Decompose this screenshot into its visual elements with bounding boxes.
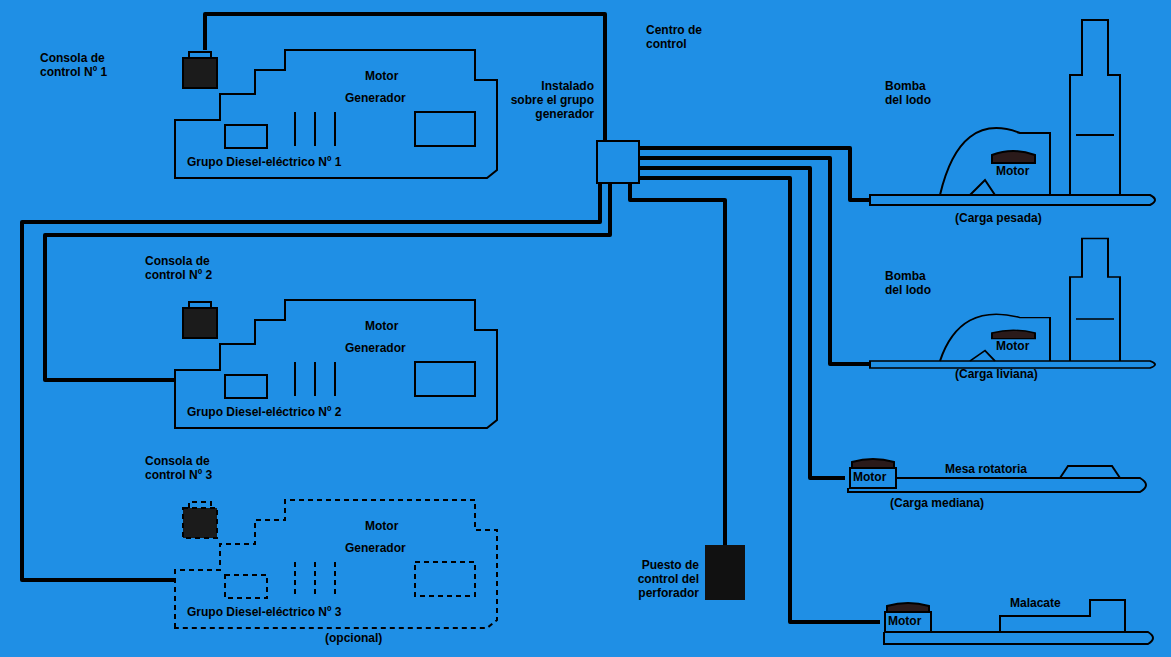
optional-diesel-electric-set (175, 500, 497, 628)
power-cable (640, 158, 870, 364)
mud-pump-drawing (870, 239, 1155, 369)
generator-label: Generador (345, 342, 406, 356)
group-label: Grupo Diesel-eléctrico Nº 2 (187, 406, 341, 420)
power-cable (640, 168, 845, 478)
motor-label: Motor (853, 471, 886, 485)
motor-label: Motor (996, 165, 1029, 179)
diesel-electric-group: Consola de control Nº 1MotorGeneradorGru… (175, 50, 505, 180)
motor-cap (887, 603, 929, 612)
diesel-electric-set (175, 50, 497, 178)
console-label: Consola de control Nº 3 (145, 455, 245, 483)
driller-console-label: Puesto de control del perforador (613, 559, 699, 600)
load-label: (Carga mediana) (890, 497, 984, 511)
power-cable (45, 184, 610, 380)
drawworks: Motor Malacate (880, 585, 1155, 650)
console-label: Consola de control Nº 1 (40, 52, 130, 80)
motor-symbol (850, 468, 896, 488)
power-cable (22, 184, 600, 580)
motor-label: Motor (365, 320, 398, 334)
control-center: Centro de controlInstalado sobre el grup… (596, 140, 640, 184)
diesel-electric-set (175, 300, 497, 428)
optional-note: (opcional) (325, 632, 382, 646)
drawworks-base (884, 632, 1153, 644)
load-label: (Carga pesada) (955, 212, 1042, 226)
rotary-table: Motor Mesa rotatoria (Carga mediana) (845, 455, 1155, 525)
pump-label: Bomba del lodo (885, 270, 940, 298)
drawworks-label: Malacate (1010, 597, 1061, 611)
mud-pump: Bomba del lodoMotor (Carga pesada) (870, 15, 1160, 230)
generator-label: Generador (345, 92, 406, 106)
power-cable (205, 14, 605, 140)
console-label: Consola de control Nº 2 (145, 255, 245, 283)
motor-label: Motor (365, 70, 398, 84)
mud-pump-drawing (870, 20, 1155, 205)
power-cable (630, 184, 725, 545)
rotary-table-label: Mesa rotatoria (945, 463, 1027, 477)
motor-label: Motor (996, 340, 1029, 354)
rotary-table-drawing (848, 459, 1146, 492)
motor-label: Motor (888, 615, 921, 629)
diesel-electric-group: Consola de control Nº 3MotorGeneradorGru… (175, 500, 505, 630)
motor-label: Motor (365, 520, 398, 534)
motor-cap (852, 459, 894, 468)
power-cable (640, 178, 880, 622)
group-label: Grupo Diesel-eléctrico Nº 1 (187, 156, 341, 170)
table-base (848, 478, 1146, 492)
motor-symbol (885, 612, 931, 632)
mud-pump: Bomba del lodoMotor (Carga liviana) (870, 235, 1160, 395)
load-label: (Carga liviana) (955, 368, 1038, 382)
control-center-label: Centro de control (646, 24, 736, 52)
table-top (1060, 466, 1120, 478)
group-label: Grupo Diesel-eléctrico Nº 3 (187, 606, 341, 620)
pump-label: Bomba del lodo (885, 80, 940, 108)
diesel-electric-group: Consola de control Nº 2MotorGeneradorGru… (175, 300, 505, 430)
power-cable (640, 148, 870, 200)
generator-label: Generador (345, 542, 406, 556)
install-note: Instalado sobre el grupo generador (510, 80, 594, 121)
driller-console: Puesto de control del perforador (705, 545, 745, 600)
